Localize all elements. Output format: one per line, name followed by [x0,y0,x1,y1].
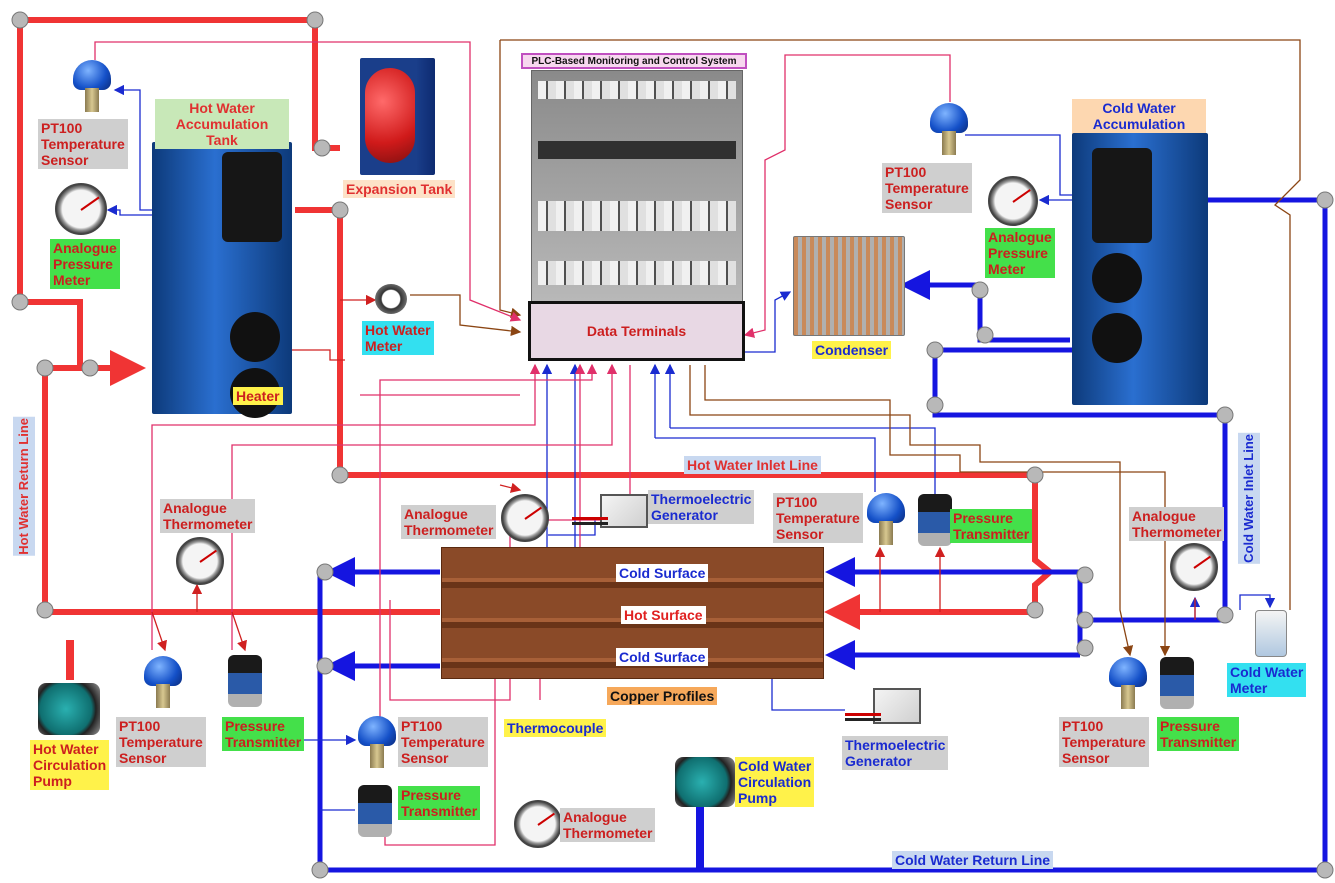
thermometer-label-left: Analogue Thermometer [160,499,255,533]
pt100-sensor-hot-tank [73,60,111,112]
teg-photo-top [600,494,648,528]
expansion-tank-photo [360,58,435,175]
pt100-label-hot-inlet: PT100 Temperature Sensor [773,493,863,543]
pressure-transmitter-label-cold-return: Pressure Transmitter [398,786,480,820]
pt100-sensor-cold-tank [930,103,968,155]
expansion-tank-label: Expansion Tank [343,180,455,198]
cold-water-meter-label: Cold Water Meter [1227,663,1306,697]
pt100-label-hot-tank: PT100 Temperature Sensor [38,119,128,169]
pt100-label-cold-tank: PT100 Temperature Sensor [882,163,972,213]
pressure-transmitter-cold-return [358,785,392,837]
pt100-sensor-hot-return [144,656,182,708]
pt100-label-hot-return: PT100 Temperature Sensor [116,717,206,767]
hot-circulation-pump-photo [38,683,100,735]
thermometer-bottom [514,800,562,848]
pressure-meter-label-hot: Analogue Pressure Meter [50,239,120,289]
thermometer-label-right: Analogue Thermometer [1129,507,1224,541]
pressure-transmitter-cold-inlet [1160,657,1194,709]
hot-water-tank-photo [152,142,292,414]
cold-inlet-line-label: Cold Water Inlet Line [1238,433,1260,564]
teg-label-bottom: Thermoelectric Generator [842,736,948,770]
cold-circulation-pump-photo [675,757,735,807]
pressure-transmitter-label-cold-inlet: Pressure Transmitter [1157,717,1239,751]
hot-water-meter-photo [375,284,407,314]
thermometer-center [501,494,549,542]
copper-profiles-label: Copper Profiles [607,687,717,705]
pressure-gauge-cold-tank [988,176,1038,226]
pt100-sensor-hot-inlet [867,493,905,545]
hot-inlet-line-label: Hot Water Inlet Line [684,456,821,474]
heater-label: Heater [233,387,283,405]
pressure-transmitter-label-hot-return: Pressure Transmitter [222,717,304,751]
hot-surface-label: Hot Surface [621,606,706,624]
teg-photo-bottom [873,688,921,724]
pt100-label-cold-inlet: PT100 Temperature Sensor [1059,717,1149,767]
teg-label-top: Thermoelectric Generator [648,490,754,524]
pt100-sensor-cold-return [358,716,396,768]
plc-cabinet-photo [531,70,743,302]
thermometer-label-center: Analogue Thermometer [401,505,496,539]
cold-water-tank-photo [1072,133,1208,405]
pressure-transmitter-hot-inlet [918,494,952,546]
cold-surface-label-bottom: Cold Surface [616,648,708,666]
thermometer-left [176,537,224,585]
pressure-meter-label-cold: Analogue Pressure Meter [985,228,1055,278]
hot-tank-label: Hot Water Accumulation Tank [155,99,289,149]
condenser-label: Condenser [812,341,891,359]
pressure-transmitter-label-hot-inlet: Pressure Transmitter [950,509,1032,543]
hot-water-meter-label: Hot Water Meter [362,321,434,355]
hot-return-line-label: Hot Water Return Line [13,417,35,556]
thermocouple-label: Thermocouple [504,719,606,737]
thermometer-right [1170,543,1218,591]
pressure-transmitter-hot-return [228,655,262,707]
cold-return-line-label: Cold Water Return Line [892,851,1053,869]
hot-pump-label: Hot Water Circulation Pump [30,740,109,790]
condenser-photo [793,236,905,336]
pt100-sensor-cold-inlet [1109,657,1147,709]
thermometer-label-bottom: Analogue Thermometer [560,808,655,842]
plc-title: PLC-Based Monitoring and Control System [521,53,747,69]
cold-surface-label-top: Cold Surface [616,564,708,582]
data-terminals-box: Data Terminals [528,301,745,361]
cold-pump-label: Cold Water Circulation Pump [735,757,814,807]
pressure-gauge-hot-tank [55,183,107,235]
pt100-label-cold-return: PT100 Temperature Sensor [398,717,488,767]
cold-water-meter-photo [1255,610,1287,657]
